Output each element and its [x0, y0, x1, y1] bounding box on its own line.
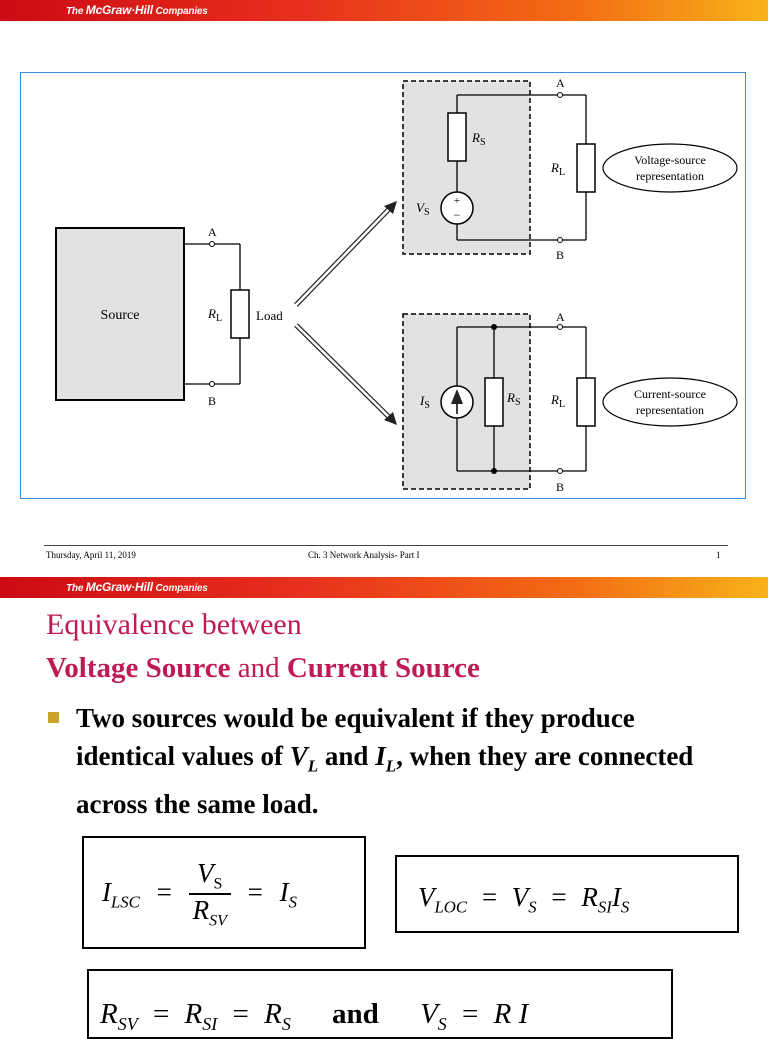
terminal-b-label: B [208, 394, 216, 408]
terminal-b-current [557, 468, 563, 474]
current-rep-line1: Current-source [634, 387, 706, 401]
slide-title-line1: Equivalence between [46, 608, 302, 641]
voltage-rep-callout [602, 143, 738, 193]
is-label: IS [419, 393, 430, 411]
vs-label: VS [416, 200, 430, 218]
footer-rule [44, 545, 728, 546]
load-label: Load [256, 308, 283, 323]
voltage-rep-line2: representation [636, 169, 704, 183]
terminal-a-label: A [208, 225, 217, 239]
terminal-b-voltage [557, 237, 563, 243]
terminal-b-voltage-label: B [556, 248, 564, 262]
source-label: Source [101, 308, 140, 323]
equation-box-2 [395, 855, 739, 933]
current-rep-callout [602, 377, 738, 427]
voltage-rep-line1: Voltage-source [634, 153, 706, 167]
footer-page-number: 1 [716, 550, 721, 560]
terminal-a-current [557, 324, 563, 330]
rs-label-current: RS [506, 390, 521, 408]
rl-label-current: RL [550, 392, 565, 410]
brand-logo-second: The McGraw·Hill Companies [66, 580, 208, 594]
plus-sign: + [454, 195, 460, 207]
load-resistor [230, 289, 250, 339]
brand-banner-second: The McGraw·Hill Companies [0, 577, 768, 598]
terminal-a-voltage [557, 92, 563, 98]
terminal-a-main [209, 241, 215, 247]
rl-resistor-current [576, 377, 596, 427]
equation-3: RSV = RSI = RS and VS = R I [100, 998, 529, 1034]
equation-box-1 [82, 836, 366, 949]
rs-resistor-current [484, 377, 504, 427]
rl-label-main: RL [207, 306, 222, 324]
brand-banner-top: The McGraw·Hill Companies [0, 0, 768, 21]
terminal-b-current-label: B [556, 480, 564, 494]
rl-resistor-voltage [576, 143, 596, 193]
circuit-figure-frame [20, 72, 746, 499]
footer-chapter: Ch. 3 Network Analysis- Part I [308, 550, 420, 560]
rs-resistor-voltage [447, 112, 467, 162]
rl-label-voltage: RL [550, 160, 565, 178]
bullet-square-icon [48, 712, 59, 723]
terminal-a-current-label: A [556, 310, 565, 324]
bullet-text: Two sources would be equivalent if they … [76, 703, 694, 820]
rs-label-voltage: RS [471, 130, 486, 148]
circuit-diagram: Source A B RL Load + − RS VS A B RL Volt… [55, 76, 738, 494]
brand-logo-top: The McGraw·Hill Companies [66, 3, 208, 17]
terminal-b-main [209, 381, 215, 387]
source-block [55, 227, 185, 401]
minus-sign: − [454, 208, 461, 222]
voltage-source-block [402, 80, 531, 255]
current-rep-line2: representation [636, 403, 704, 417]
terminal-a-voltage-label: A [556, 76, 565, 90]
equation-2: VLOC = VS = RSIIS [418, 882, 630, 917]
slide-title-line2: Voltage Source and Current Source [46, 652, 480, 684]
footer-date: Thursday, April 11, 2019 [46, 550, 136, 560]
